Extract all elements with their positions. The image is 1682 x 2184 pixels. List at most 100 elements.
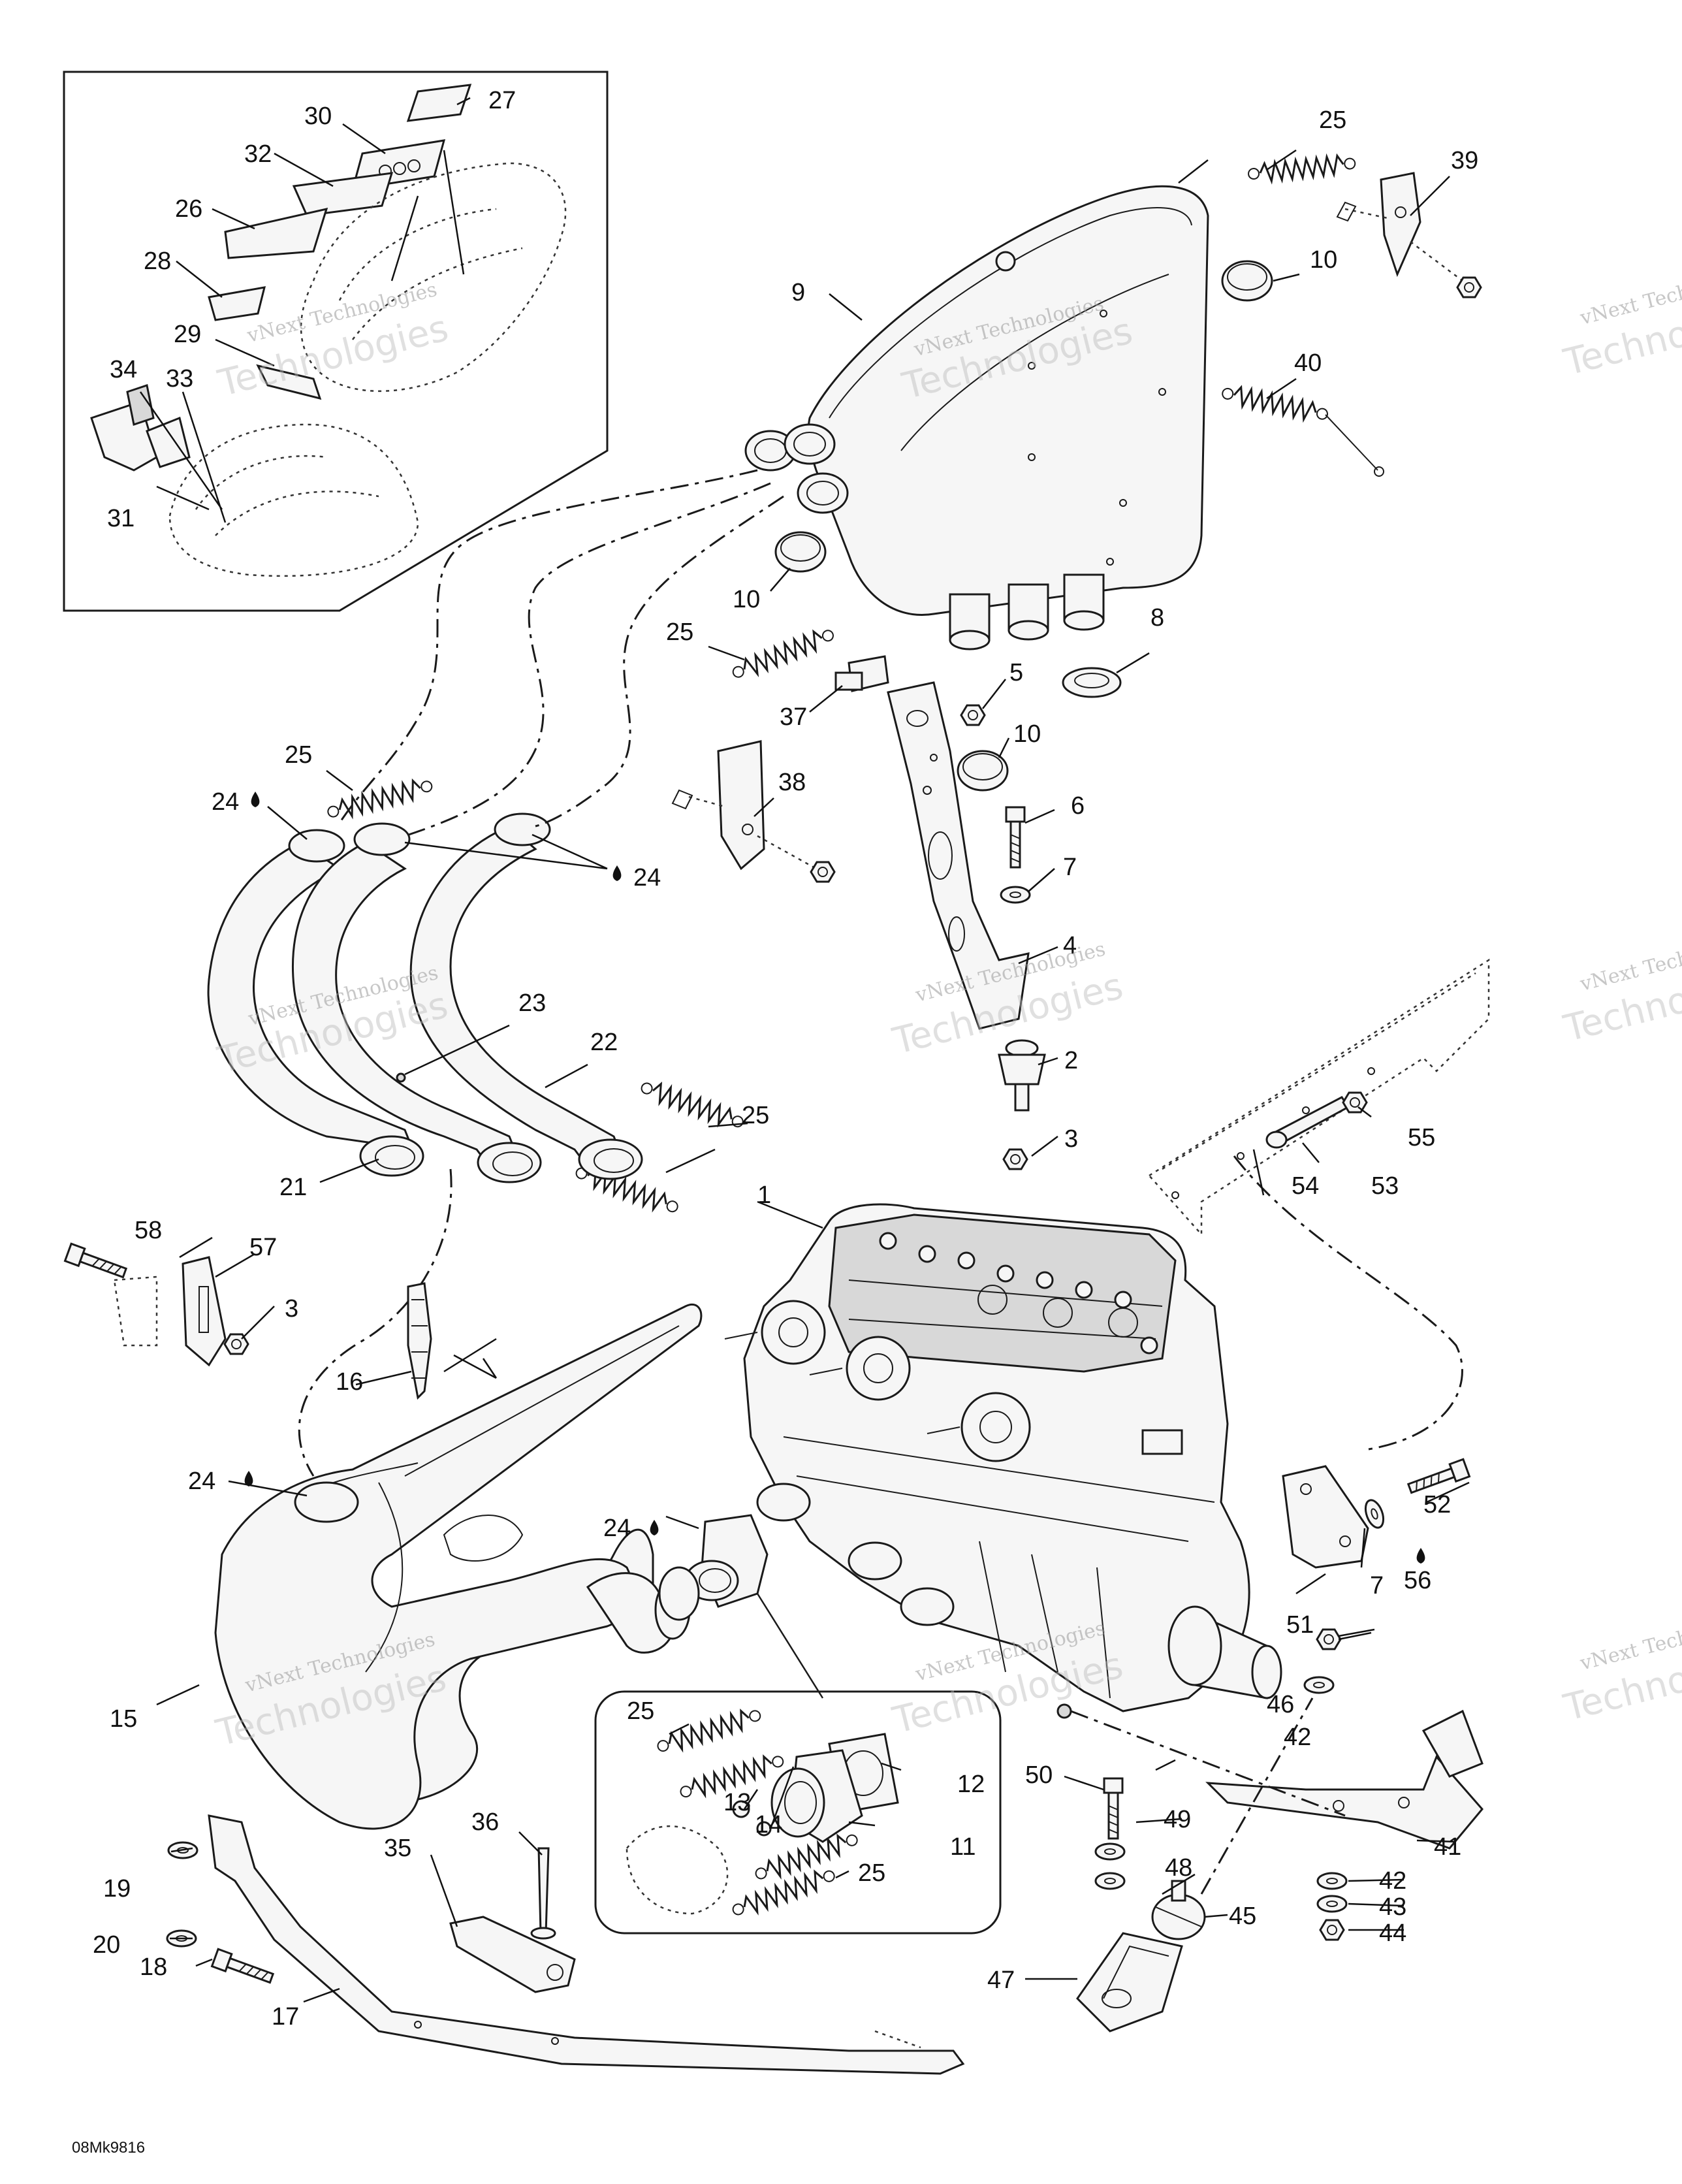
shield-pad-28 bbox=[208, 286, 266, 321]
nut-5 bbox=[960, 704, 986, 726]
callout-24: 24 bbox=[212, 788, 239, 816]
rubber-mount-2 bbox=[998, 1039, 1046, 1112]
washer-42-bottom bbox=[1316, 1872, 1348, 1890]
callout-9: 9 bbox=[791, 279, 805, 306]
callout-49: 49 bbox=[1164, 1806, 1191, 1833]
callout-1: 1 bbox=[757, 1181, 771, 1209]
washer-42-top bbox=[1303, 1676, 1335, 1694]
bracket-38 bbox=[671, 740, 836, 883]
callout-10: 10 bbox=[1310, 246, 1337, 274]
spring-25-lower-a bbox=[637, 1077, 747, 1133]
callout-53: 53 bbox=[1371, 1172, 1399, 1200]
bracket-37 bbox=[834, 655, 889, 692]
exhaust-pipes-21-22-23 bbox=[207, 812, 643, 1183]
bracket-39 bbox=[1336, 172, 1482, 298]
washer-49 bbox=[1094, 1842, 1126, 1861]
callout-labels: 1 2 3 3 4 5 6 7 7 8 9 10 10 10 11 12 13 … bbox=[93, 87, 1478, 2031]
detail-inset-manifold bbox=[594, 1690, 1002, 1935]
callout-8: 8 bbox=[1150, 604, 1164, 632]
callout-28: 28 bbox=[144, 248, 171, 275]
manifold-11-main bbox=[658, 1514, 769, 1621]
callout-46: 46 bbox=[1267, 1691, 1294, 1718]
callout-57: 57 bbox=[249, 1234, 277, 1261]
engine-mount-47 bbox=[1076, 1932, 1183, 2032]
callout-6: 6 bbox=[1071, 792, 1085, 820]
callout-20: 20 bbox=[93, 1931, 120, 1959]
callout-19: 19 bbox=[103, 1875, 131, 1903]
callout-22: 22 bbox=[590, 1029, 618, 1056]
nut-44 bbox=[1319, 1919, 1345, 1941]
callout-30: 30 bbox=[304, 103, 332, 130]
nut-55 bbox=[1342, 1091, 1368, 1114]
callout-25: 25 bbox=[1319, 106, 1346, 134]
callout-25: 25 bbox=[742, 1102, 769, 1129]
inset-heat-shield-panel bbox=[63, 71, 609, 612]
callout-58: 58 bbox=[135, 1217, 162, 1244]
callout-15: 15 bbox=[110, 1705, 137, 1733]
callout-26: 26 bbox=[175, 195, 202, 223]
rubber-mount-45 bbox=[1151, 1880, 1206, 1940]
callout-24: 24 bbox=[603, 1515, 631, 1542]
callout-27: 27 bbox=[488, 87, 516, 114]
callout-35: 35 bbox=[384, 1835, 411, 1862]
callout-41: 41 bbox=[1434, 1833, 1461, 1861]
bolt-18 bbox=[211, 1948, 276, 1988]
callout-40: 40 bbox=[1294, 349, 1322, 377]
spring-40 bbox=[1219, 383, 1331, 425]
callout-38: 38 bbox=[778, 769, 806, 796]
bolt-13 bbox=[732, 1800, 750, 1818]
frame-section bbox=[1148, 958, 1490, 1237]
callout-25: 25 bbox=[285, 741, 312, 769]
spring-25-mid bbox=[729, 624, 838, 684]
callout-17: 17 bbox=[272, 2003, 299, 2031]
shield-plate-26 bbox=[224, 207, 328, 259]
callout-12: 12 bbox=[957, 1771, 985, 1798]
callout-44: 44 bbox=[1379, 1919, 1406, 1947]
callout-42: 42 bbox=[1379, 1867, 1406, 1895]
callout-52: 52 bbox=[1423, 1491, 1451, 1518]
bolt-50 bbox=[1103, 1777, 1124, 1840]
mounting-plate-4 bbox=[887, 681, 1030, 1030]
callout-2: 2 bbox=[1064, 1047, 1078, 1074]
callout-25: 25 bbox=[627, 1697, 654, 1725]
callout-29: 29 bbox=[174, 321, 201, 348]
drawing-code: 08Mk9816 bbox=[72, 2139, 145, 2157]
engine-1 bbox=[724, 1203, 1282, 1719]
callout-33: 33 bbox=[166, 365, 193, 393]
callout-25: 25 bbox=[666, 618, 693, 646]
shield-part-34 bbox=[126, 384, 155, 426]
rivet-36 bbox=[530, 1847, 556, 1940]
callout-5: 5 bbox=[1009, 659, 1023, 686]
shield-plate-32 bbox=[292, 172, 394, 217]
support-17 bbox=[208, 1814, 965, 2075]
callout-31: 31 bbox=[107, 505, 135, 532]
shield-strip-29 bbox=[256, 364, 322, 400]
callout-54: 54 bbox=[1292, 1172, 1319, 1200]
spring-25-top bbox=[1246, 153, 1357, 185]
grommet-8 bbox=[1062, 667, 1122, 698]
leader-lines bbox=[156, 149, 1470, 2003]
bracket-41 bbox=[1205, 1709, 1484, 1850]
callout-23: 23 bbox=[518, 989, 546, 1017]
plug-10-left bbox=[774, 531, 827, 573]
nut-46 bbox=[1316, 1628, 1342, 1650]
washer-48 bbox=[1094, 1872, 1126, 1890]
callout-4: 4 bbox=[1063, 932, 1077, 959]
callout-37: 37 bbox=[780, 703, 807, 731]
washer-43 bbox=[1316, 1895, 1348, 1913]
callout-39: 39 bbox=[1451, 147, 1478, 174]
stud-53-54 bbox=[1265, 1096, 1350, 1149]
shield-part-33 bbox=[146, 416, 191, 468]
plug-10-top bbox=[1221, 260, 1273, 302]
callout-56: 56 bbox=[1404, 1567, 1431, 1594]
callout-11: 11 bbox=[950, 1833, 976, 1861]
callout-36: 36 bbox=[471, 1808, 499, 1836]
callout-25: 25 bbox=[858, 1859, 885, 1887]
callout-10: 10 bbox=[733, 586, 760, 613]
callout-13: 13 bbox=[723, 1789, 751, 1816]
shield-plate-27 bbox=[406, 84, 472, 122]
callout-18: 18 bbox=[140, 1953, 167, 1981]
callout-50: 50 bbox=[1025, 1761, 1053, 1789]
callout-51: 51 bbox=[1286, 1611, 1314, 1639]
